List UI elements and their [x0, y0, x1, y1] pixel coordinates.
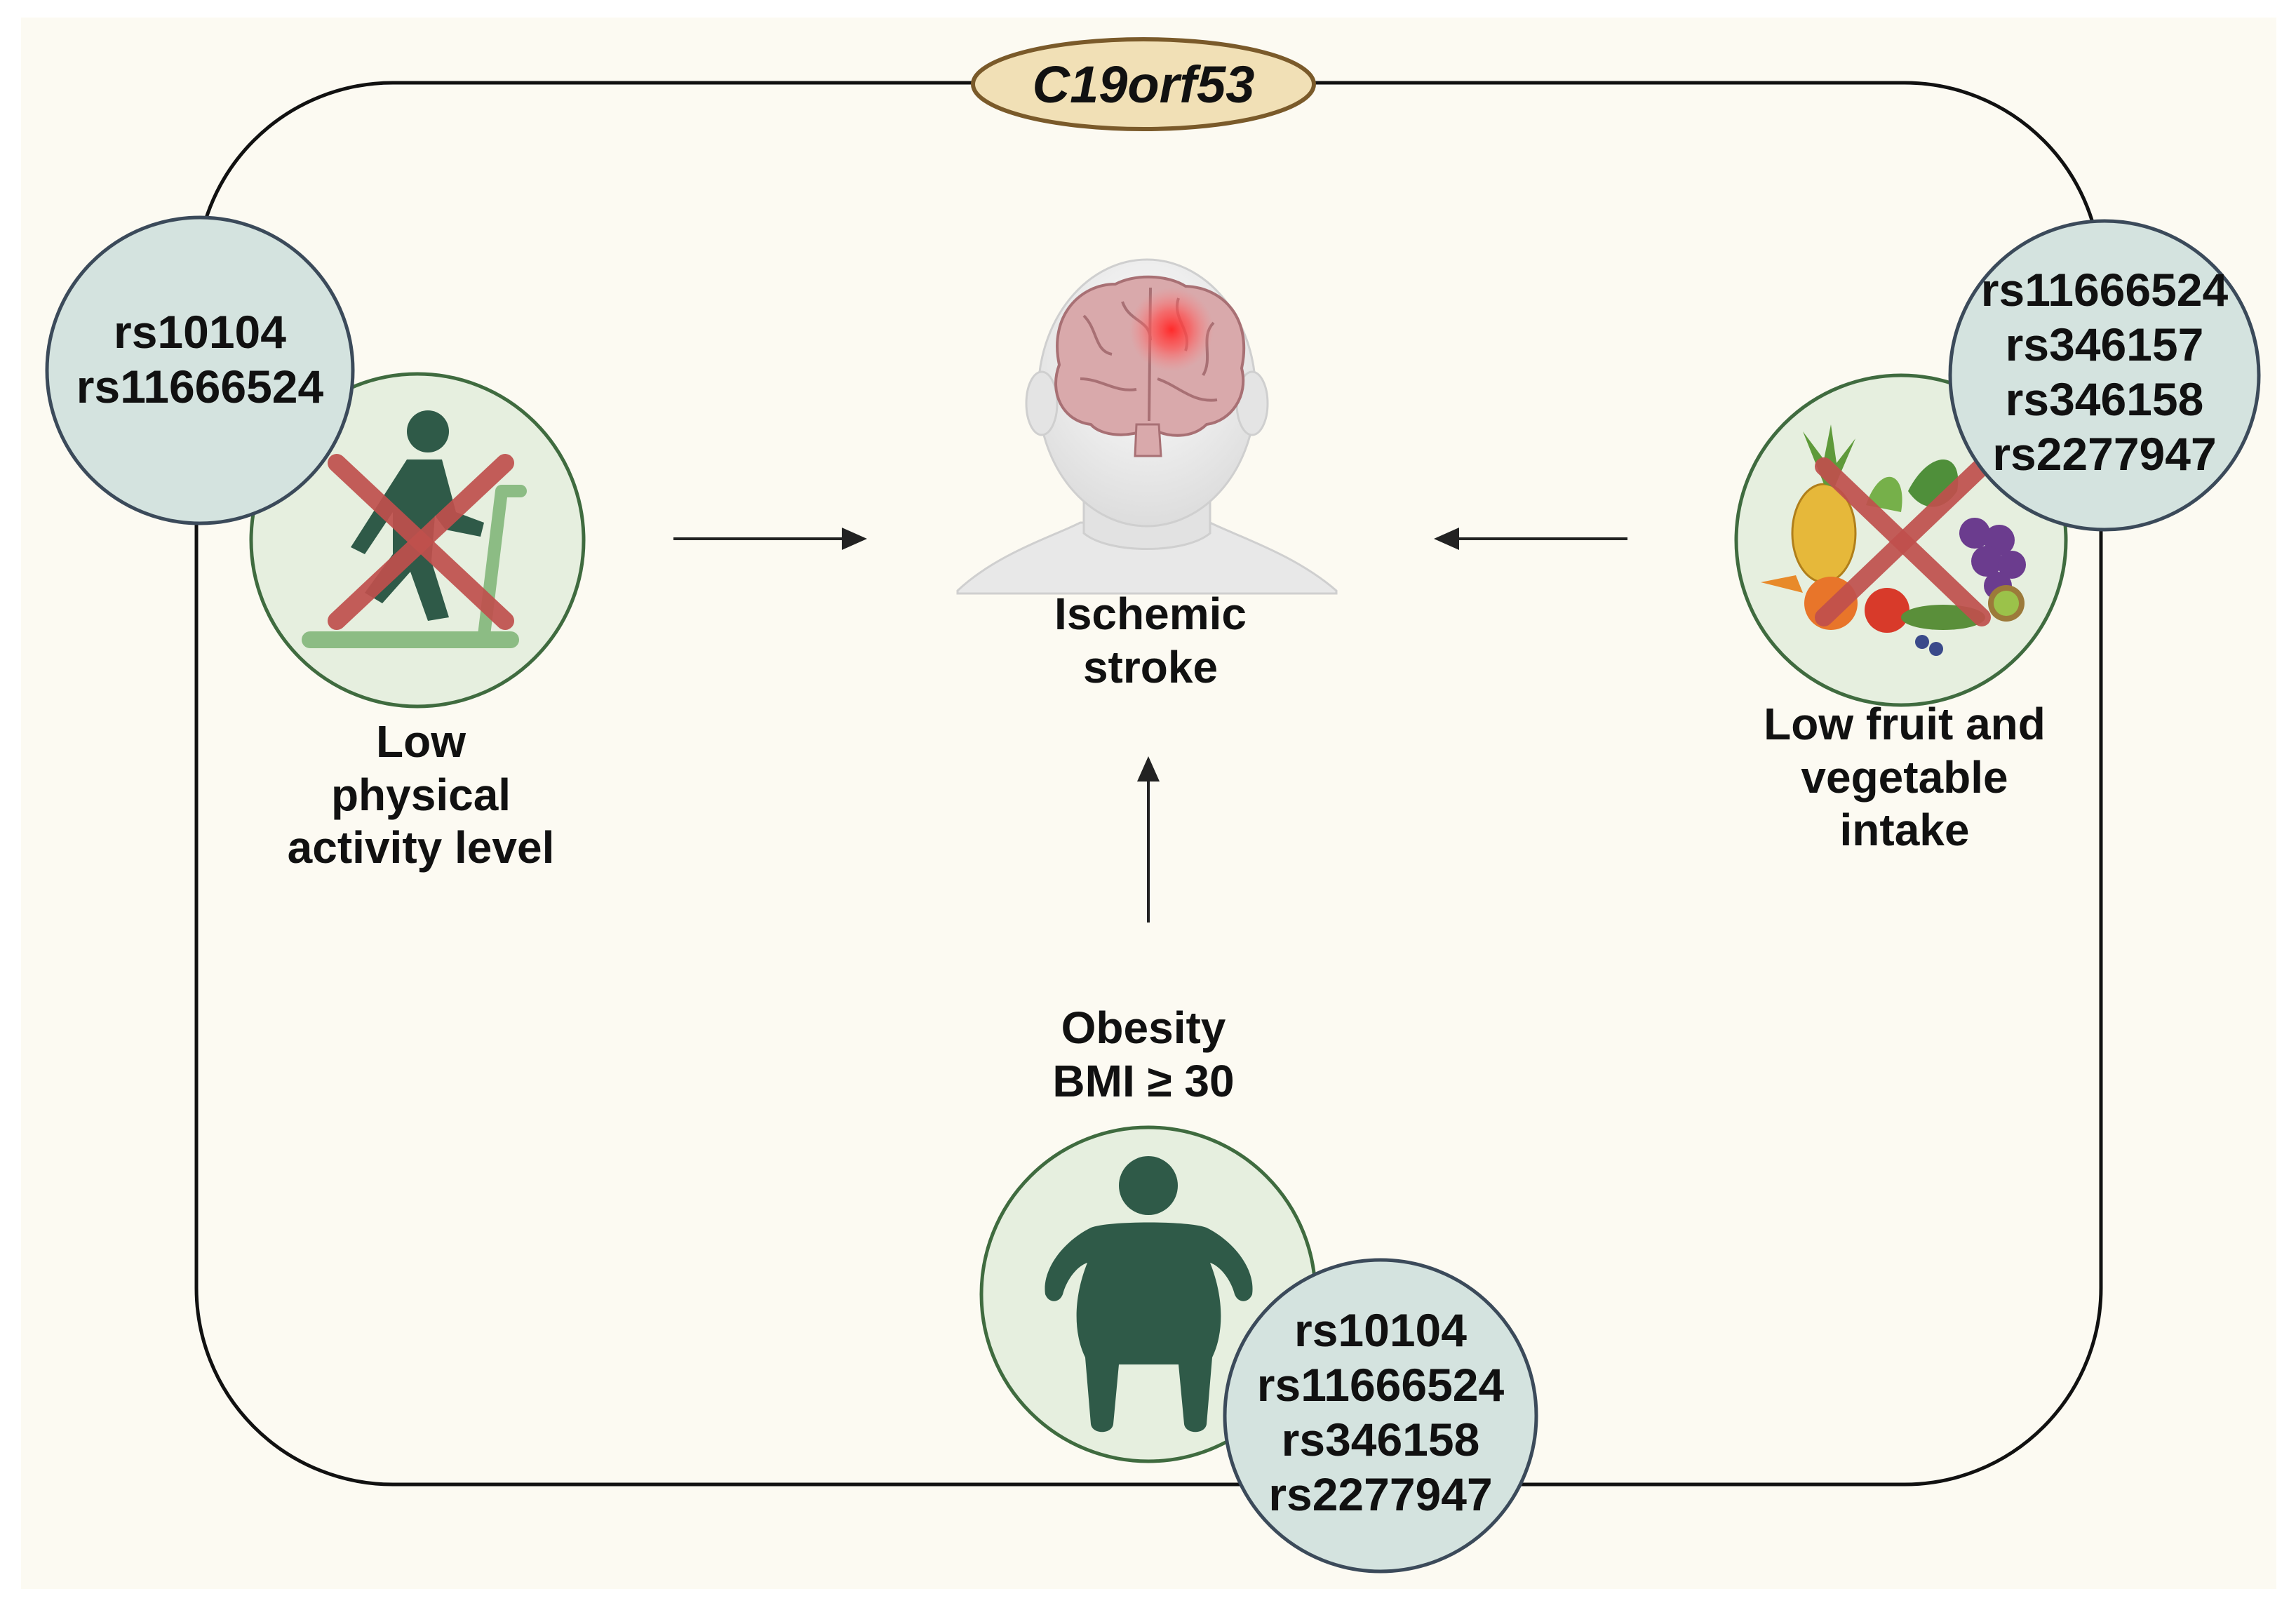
gene-ellipse [971, 37, 1316, 131]
risk-label-line: Low fruit and [1764, 699, 2046, 749]
outcome-line-1: Ischemic [1054, 589, 1247, 639]
risk-label-line: intake [1839, 805, 1970, 856]
snp-item: rs346158 [1281, 1413, 1480, 1465]
snp-item: rs11666524 [76, 360, 324, 412]
treadmill-runner-icon [249, 372, 586, 709]
risk-label-line: physical [330, 769, 511, 820]
snp-circle-activity [45, 215, 355, 525]
snp-item: rs2277947 [1268, 1468, 1493, 1520]
risk-label-line: Low [376, 716, 466, 767]
snp-item: rs346158 [2005, 373, 2204, 425]
head-brain-icon [956, 258, 1338, 595]
snp-item: rs10104 [1294, 1304, 1467, 1356]
risk-label-activity: Low physical activity level [239, 716, 603, 875]
snp-list-fruit: rs11666524 rs346157 rs346158 rs2277947 [1950, 263, 2259, 482]
snp-circle-obesity [1223, 1258, 1538, 1574]
snp-list-activity: rs10104 rs11666524 [49, 305, 351, 415]
snp-item: rs11666524 [1256, 1358, 1505, 1411]
risk-label-line: Obesity [1061, 1002, 1226, 1053]
snp-circle-fruit [1948, 219, 2261, 532]
risk-label-line: vegetable [1801, 751, 2008, 803]
risk-label-line: activity level [287, 822, 555, 873]
risk-label-obesity: Obesity BMI ≥ 30 [996, 1002, 1291, 1108]
snp-item: rs346157 [2005, 318, 2204, 370]
snp-list-obesity: rs10104 rs11666524 rs346158 rs2277947 [1226, 1303, 1535, 1522]
snp-item: rs2277947 [1992, 427, 2217, 480]
snp-item: rs11666524 [1980, 264, 2229, 316]
risk-label-fruit: Low fruit and vegetable intake [1694, 698, 2115, 857]
snp-item: rs10104 [114, 306, 286, 358]
risk-label-line: BMI ≥ 30 [1052, 1055, 1235, 1106]
outcome-label: Ischemic stroke [1010, 588, 1291, 694]
gene-label: C19orf53 [1032, 55, 1255, 114]
outcome-line-2: stroke [1082, 641, 1219, 692]
